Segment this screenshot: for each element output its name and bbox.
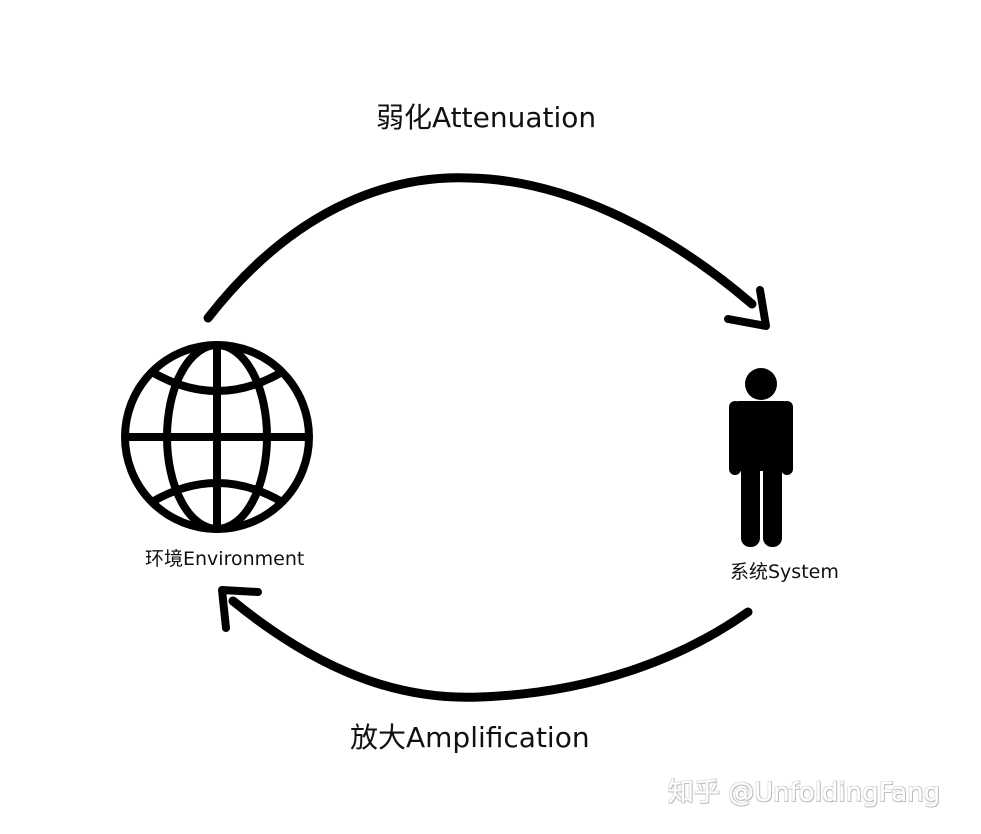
- environment-label: 环境Environment: [145, 548, 305, 570]
- globe-icon: [121, 341, 313, 533]
- amplification-arrow: [218, 586, 753, 702]
- attenuation-label: 弱化Attenuation: [376, 101, 597, 134]
- system-label: 系统System: [730, 561, 839, 583]
- amplification-label: 放大Amplification: [350, 721, 590, 754]
- watermark: 知乎 @UnfoldingFang: [668, 778, 941, 808]
- arrowhead-icon: [218, 586, 262, 632]
- arrowhead-icon: [724, 286, 770, 330]
- person-icon: [729, 368, 793, 547]
- attenuation-arrow: [203, 173, 770, 330]
